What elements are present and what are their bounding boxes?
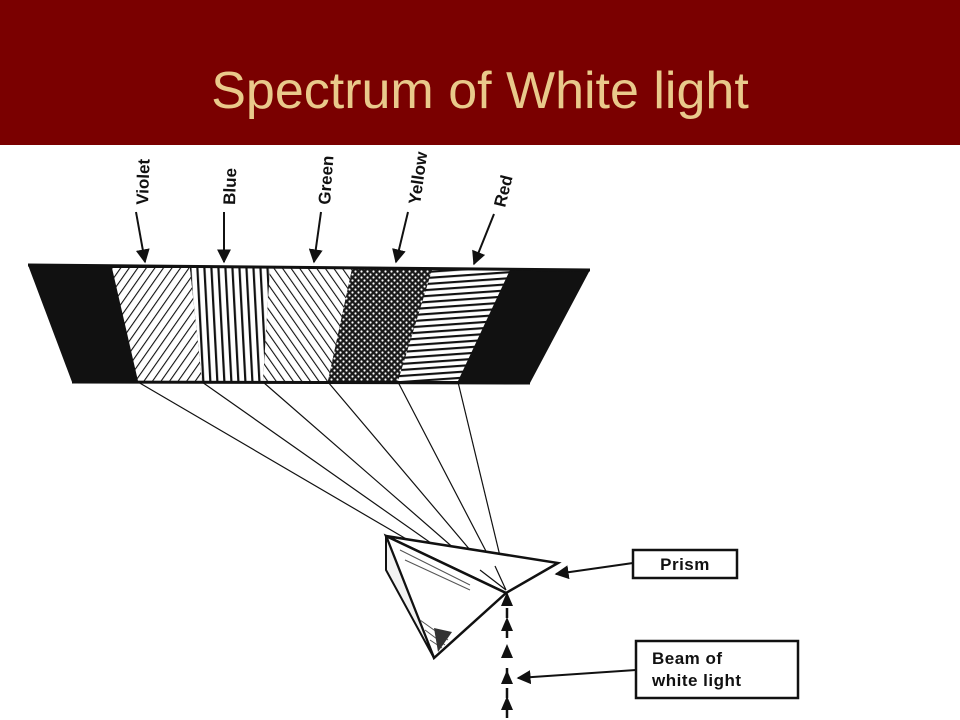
band-green bbox=[263, 268, 352, 381]
spectrum-screen bbox=[27, 263, 591, 385]
beam-label-box: Beam of white light bbox=[516, 639, 800, 700]
prism-label-box: Prism bbox=[554, 548, 739, 580]
prism-label: Prism bbox=[660, 555, 710, 574]
beam-label-line1: Beam of bbox=[652, 649, 723, 668]
band-labels: Violet Blue Green Yellow Red bbox=[133, 150, 517, 266]
incoming-beam bbox=[501, 592, 513, 718]
label-yellow: Yellow bbox=[405, 150, 431, 206]
prism bbox=[383, 533, 562, 661]
band-yellow bbox=[328, 269, 432, 381]
label-red: Red bbox=[490, 173, 516, 209]
band-violet bbox=[112, 268, 202, 381]
beam-label-line2: white light bbox=[651, 671, 742, 690]
label-blue: Blue bbox=[220, 168, 240, 205]
slide-title: Spectrum of White light bbox=[211, 62, 749, 120]
band-red bbox=[398, 270, 510, 381]
title-bar: Spectrum of White light bbox=[0, 0, 960, 145]
band-blue bbox=[190, 268, 270, 381]
label-violet: Violet bbox=[133, 158, 154, 205]
label-green: Green bbox=[315, 155, 337, 205]
prism-spectrum-diagram: Violet Blue Green Yellow Red bbox=[27, 150, 800, 718]
